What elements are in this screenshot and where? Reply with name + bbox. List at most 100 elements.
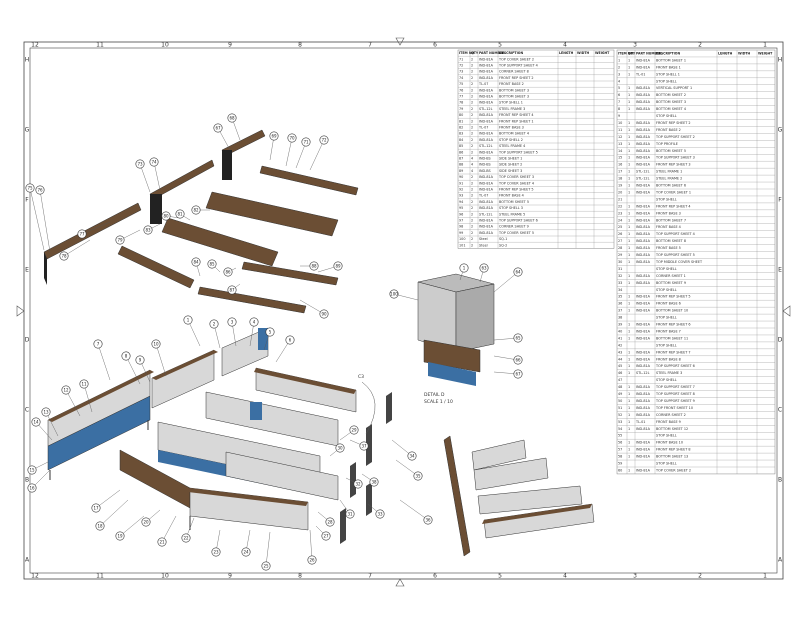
bom-left-cell: 88 <box>459 163 463 167</box>
zone-bottom-11: 11 <box>96 573 104 580</box>
leader-line <box>309 139 325 171</box>
bom-left-cell: 76 <box>459 88 463 92</box>
bom-left-cell: 71 <box>459 57 463 61</box>
balloon-23 <box>211 547 221 557</box>
balloon-label: 1 <box>463 266 466 271</box>
balloon-label: 75 <box>27 186 33 191</box>
bom-right-cell: STOP SHELL <box>656 288 677 292</box>
upper-exploded-view <box>43 129 359 314</box>
bom-left-cell: TOP SUPPORT SHEET 6 <box>498 219 538 223</box>
balloon-28 <box>325 517 335 527</box>
bom-right-cell: IND-81A <box>636 225 651 229</box>
bom-left-cell: SQ-2 <box>499 243 507 247</box>
leader-line <box>399 499 429 521</box>
bom-right-cell: 1 <box>628 246 630 250</box>
bom-right-cell: 44 <box>618 357 622 361</box>
bom-right-cell: 35 <box>618 295 622 299</box>
detail-title: DETAIL D <box>424 392 445 398</box>
bom-right-cell: 45 <box>618 364 622 368</box>
bom-right-cell: IND-81A <box>636 184 651 188</box>
bom-right-cell: 1 <box>628 350 630 354</box>
balloon-17 <box>91 503 101 513</box>
bom-right-cell: IND-81A <box>636 274 651 278</box>
bom-right-cell: 49 <box>618 392 622 396</box>
leader-line <box>309 529 313 561</box>
zone-top-7: 7 <box>368 42 372 49</box>
shelf-1 <box>471 439 527 471</box>
bom-left-cell: 86 <box>459 150 463 154</box>
balloon-label: 66 <box>515 358 521 363</box>
balloon-label: 3 <box>231 320 234 325</box>
bom-left-cell: 97 <box>459 219 463 223</box>
bom-right-cell: 9 <box>618 114 620 118</box>
leader-line <box>63 239 91 257</box>
bom-right-cell: TOP SUPPORT SHEET 9 <box>655 399 695 403</box>
balloon-label: 74 <box>151 160 157 165</box>
balloon-label: 71 <box>303 140 309 145</box>
balloon-label: 4 <box>253 320 256 325</box>
bom-right-cell: IND-81A <box>636 107 651 111</box>
bom-right-cell: 60 <box>618 468 622 472</box>
bom-right-cell: IND-81A <box>636 323 651 327</box>
detail-view: DETAIL D SCALE 1 / 10 C3 <box>358 273 495 405</box>
bom-right-cell: 38 <box>618 316 622 320</box>
bom-left-cell: 2 <box>471 194 473 198</box>
bom-left-cell: 2 <box>471 95 473 99</box>
bom-right-cell: BOTTOM SHEET 4 <box>656 107 686 111</box>
balloon-label: 38 <box>371 480 377 485</box>
bom-right-cell: 1 <box>628 448 630 452</box>
bom-left-cell: 87 <box>459 157 463 161</box>
bom-right-cell: FRONT REP SHEET 2 <box>656 121 691 125</box>
leader-line <box>493 271 519 293</box>
bom-right-cell: IND-81A <box>636 441 651 445</box>
balloon-32 <box>353 479 363 489</box>
bom-left-cell: IND-81A <box>479 206 494 210</box>
bom-right-cell: STOP SHELL <box>656 114 677 118</box>
balloon-label: 10 <box>153 342 159 347</box>
bom-left-cell: 2 <box>471 119 473 123</box>
bom-left-cell: 79 <box>459 107 463 111</box>
row-left-body <box>47 369 151 447</box>
balloon-8 <box>121 351 131 361</box>
cabinet-row-7 <box>225 451 339 501</box>
balloon-label: 78 <box>61 254 67 259</box>
balloon-label: 11 <box>81 382 87 387</box>
bom-right-cell: IND-81A <box>636 413 651 417</box>
bom-right-cell: TOP COVER SHEET 1 <box>655 190 691 194</box>
bom-left-cell: IND-BS <box>479 169 491 173</box>
bom-left-cell: TOP COVER SHEET 4 <box>498 181 534 185</box>
leader-line <box>161 515 177 543</box>
bom-left-cell: 2 <box>471 132 473 136</box>
bom-right-cell: 8 <box>618 107 620 111</box>
balloon-74 <box>149 157 159 167</box>
bom-right-cell: 25 <box>618 225 622 229</box>
bom-right-cell: 1 <box>628 420 630 424</box>
balloon-label: 63 <box>481 266 487 271</box>
bom-left-cell: 4 <box>471 157 473 161</box>
bom-right-cell: STOP SHELL 1 <box>656 72 680 76</box>
bom-right-cell: 3 <box>618 72 620 76</box>
bom-right-cell: 1 <box>628 323 630 327</box>
bom-right-cell: FRONT REP SHEET 5 <box>656 295 691 299</box>
cabinet-row-2 <box>151 349 218 409</box>
zone-top-12: 12 <box>31 42 39 49</box>
bom-right-cell: CORNER SHEET 1 <box>656 274 686 278</box>
bom-right-cell: FRONT BASE 4 <box>656 225 681 229</box>
bom-right-cell: 1 <box>628 399 630 403</box>
bom-right-header-6: WEIGHT <box>758 51 773 55</box>
bom-left-cell: 72 <box>459 64 463 68</box>
row-3-body <box>221 327 269 377</box>
bom-right-cell: BOTTOM SHEET 3 <box>656 100 686 104</box>
balloon-86 <box>223 267 233 277</box>
bom-right-cell: FRONT REP SHEET 7 <box>656 350 691 354</box>
bom-right-cell: TOP COVER SHEET 2 <box>655 468 691 472</box>
plank-7 <box>117 245 195 289</box>
zone-bottom-7: 7 <box>368 573 372 580</box>
balloon-20 <box>141 517 151 527</box>
bom-right-cell: IND-81A <box>636 163 651 167</box>
bom-right-cell: 24 <box>618 218 622 222</box>
bom-right-cell: 58 <box>618 455 622 459</box>
